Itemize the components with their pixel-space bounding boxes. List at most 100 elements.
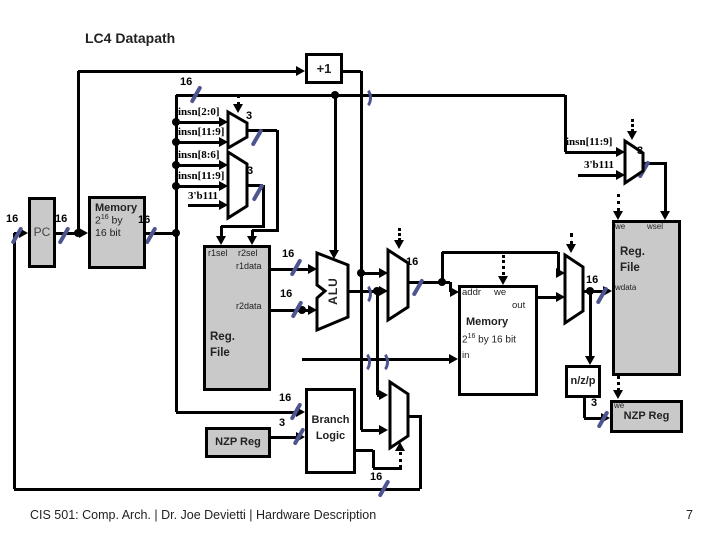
port-r1data: r1data [236, 261, 262, 271]
width-16-wdata: 16 [586, 274, 599, 286]
mux-addr [386, 247, 410, 323]
wire [537, 296, 556, 299]
wire-hop-icon [356, 283, 372, 305]
junction-dot [172, 118, 180, 126]
port-r2sel: r2sel [238, 248, 258, 258]
arrowhead-icon [379, 425, 388, 435]
arrowhead-icon [449, 354, 458, 364]
wire [376, 291, 379, 395]
nzp-register-left: NZP Reg [205, 427, 271, 458]
arrowhead-icon [296, 66, 305, 76]
wire [408, 281, 450, 284]
junction-dot [357, 269, 365, 277]
branch-logic-title-line1: Branch [311, 414, 350, 426]
arrowhead-icon [394, 240, 404, 249]
branch-logic-title-line2: Logic [315, 430, 346, 442]
wire [262, 185, 265, 228]
wire [176, 164, 219, 167]
arrowhead-icon [329, 250, 339, 259]
width-16-insn-bus: 16 [180, 76, 193, 88]
wire [176, 121, 219, 124]
arrowhead-icon [219, 137, 228, 147]
mux-wsel [623, 138, 645, 186]
arrowhead-icon [379, 268, 388, 278]
port-wsel: wsel [647, 222, 664, 231]
arrowhead-icon [616, 170, 625, 180]
data-memory [458, 285, 538, 396]
wire [664, 162, 667, 212]
wire [334, 95, 337, 250]
width-3-nzp-left: 3 [279, 417, 286, 429]
register-file-right [612, 220, 681, 376]
junction-dot [172, 138, 180, 146]
nzp-register-right-title: NZP Reg [623, 410, 670, 422]
instruction-memory-size-line1: 216 by [95, 214, 123, 227]
register-file-right-title-line2: File [620, 262, 640, 274]
port-r1sel: r1sel [208, 248, 228, 258]
width-16-r2data: 16 [280, 288, 293, 300]
wire [565, 151, 616, 154]
width-16-pc-out: 16 [55, 213, 68, 225]
wire [419, 415, 422, 489]
junction-dot [331, 91, 339, 99]
control-wire-dotted [399, 452, 402, 468]
arrowhead-icon [660, 211, 670, 220]
wire [175, 95, 178, 412]
register-file-left [203, 245, 271, 391]
mux-wdata [563, 252, 585, 326]
instruction-memory: Memory 216 by 16 bit [88, 196, 146, 269]
data-memory-title: Memory [466, 316, 509, 328]
signal-insn-8-6: insn[8:6] [178, 149, 220, 161]
arrowhead-icon [616, 147, 625, 157]
arrowhead-icon [308, 305, 317, 315]
wire [372, 450, 375, 468]
wire [355, 449, 373, 452]
junction-dot [172, 182, 180, 190]
alu-label: ALU [326, 277, 340, 305]
port-r2data: r2data [236, 301, 262, 311]
junction-dot [298, 306, 306, 314]
port-addr: addr [462, 287, 482, 298]
wire [270, 309, 308, 312]
wire [221, 225, 265, 228]
wire [220, 226, 223, 237]
wire [584, 417, 601, 420]
arrowhead-icon [308, 264, 317, 274]
arrowhead-icon [379, 390, 388, 400]
wire [564, 95, 567, 152]
junction-dot [172, 161, 180, 169]
junction-dot [172, 229, 180, 237]
wire [247, 184, 263, 187]
control-wire-dotted [237, 95, 240, 105]
width-3-wsel-mux: 3 [637, 145, 644, 157]
footer-text: CIS 501: Comp. Arch. | Dr. Joe Devietti … [30, 508, 377, 522]
alu-shape [315, 250, 350, 333]
slide-title: LC4 Datapath [85, 30, 176, 46]
width-3-r2sel-mux: 3 [246, 110, 253, 122]
width-16-r1data: 16 [282, 248, 295, 260]
width-16-addr-mux: 16 [406, 256, 419, 268]
port-out: out [512, 300, 526, 311]
pc-register: PC [28, 197, 56, 268]
width-3-nzp-right: 3 [591, 397, 598, 409]
wire [13, 233, 16, 489]
arrowhead-icon [613, 211, 623, 220]
wire [408, 415, 420, 418]
wire-hop-icon [373, 351, 389, 373]
arrowhead-icon [450, 287, 459, 297]
wire [145, 232, 176, 235]
branch-logic-block [305, 388, 356, 474]
signal-const-3b111-b: 3'b111 [584, 159, 614, 171]
arrowhead-icon [219, 181, 228, 191]
mux-r1sel [226, 149, 249, 221]
arrowhead-icon [219, 200, 228, 210]
width-16-pc-loop: 16 [370, 471, 383, 483]
port-rf-we: we [615, 222, 626, 231]
instruction-memory-title: Memory [95, 202, 138, 214]
arrowhead-icon [613, 390, 623, 399]
wire-hop-icon [355, 351, 371, 373]
wire [251, 230, 254, 237]
width-16-branch-insn: 16 [279, 392, 292, 404]
signal-insn-11-9-a: insn[11:9] [178, 126, 225, 138]
